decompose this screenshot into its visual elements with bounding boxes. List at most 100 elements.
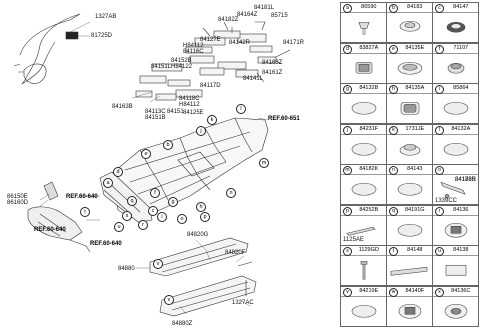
flat-disc-icon: [397, 182, 423, 196]
legend-part-number: 84140F: [405, 287, 425, 294]
label-84127e: 84127E: [200, 37, 221, 43]
grommet-icon: [444, 303, 468, 319]
callout-e: e: [141, 149, 151, 159]
legend-part-number: 84135A: [405, 85, 425, 91]
label-84142r: 84142R: [229, 40, 251, 46]
legend-cell-header: s 1129GD: [341, 246, 386, 256]
legend-key-badge: c: [435, 4, 444, 13]
under-rails: [149, 237, 257, 317]
cap-plug-icon: [399, 143, 421, 156]
plug-cup-icon: [399, 20, 421, 32]
label-84820g: 84820G: [187, 232, 209, 238]
label-84151: 84151: [167, 109, 184, 115]
rect-plug-icon: [400, 101, 420, 115]
label-h84112-lower: H84112: [179, 102, 200, 108]
legend-key-badge: t: [389, 247, 398, 256]
upper-insulator-pads: [135, 30, 277, 101]
legend-cell-header: f 71107: [433, 44, 478, 54]
callout-r: r: [138, 220, 148, 230]
legend-key-badge: n: [389, 166, 398, 175]
legend-part-number: 85864: [453, 85, 469, 91]
callout-n: n: [226, 188, 236, 198]
oval-plug-icon: [397, 61, 423, 75]
legend-key-badge: o: [435, 166, 444, 175]
leader-lines: [39, 21, 269, 315]
label-84163b: 84163B: [112, 104, 133, 110]
legend-cell-c: c 84147: [432, 2, 479, 44]
callout-s: s: [122, 211, 132, 221]
legend-part-number: 84138: [453, 247, 469, 253]
strip-icon: [346, 226, 376, 236]
legend-key-badge: d: [343, 44, 352, 54]
label-84125e: 84125E: [183, 110, 204, 116]
legend-key-badge: a: [343, 4, 352, 13]
callout-b: b: [163, 140, 173, 150]
label-84182z: 84182Z: [218, 17, 239, 23]
clip-icon: [358, 21, 370, 35]
legend-key-badge: m: [343, 166, 352, 175]
square-grommet-icon: [444, 222, 468, 238]
legend-part-number: 84148: [407, 247, 423, 253]
bracket-assembly: [27, 181, 91, 253]
label-86160d: 86160D: [7, 200, 29, 206]
callout-c: c: [148, 206, 158, 216]
label-84880z: 84880Z: [172, 321, 193, 327]
callout-t: t: [80, 207, 90, 217]
label-84116c: 84116C: [183, 49, 204, 55]
callout-k: k: [207, 115, 217, 125]
flat-disc-icon: [351, 182, 377, 196]
legend-part-number: 84182K: [359, 166, 379, 172]
legend-key-badge: k: [389, 125, 398, 135]
legend-part-number: 84147: [453, 4, 469, 10]
legend-key-badge: s: [343, 247, 352, 256]
ref-label-60-651: REF.60-651: [268, 116, 300, 122]
legend-key-badge: p: [343, 206, 352, 216]
label-84161z: 84161Z: [262, 70, 283, 76]
side-member: [99, 171, 153, 223]
legend-key-badge: f: [435, 44, 444, 54]
callout-j: j: [196, 126, 206, 136]
legend-part-number: 71107: [453, 44, 469, 51]
label-1327ab: 1327AB: [95, 14, 117, 20]
label-84113c: 84113C: [145, 109, 166, 115]
callout-q: q: [127, 196, 137, 206]
legend-part-number: 84231F: [359, 125, 379, 132]
legend-cell-header: t 84148: [387, 246, 432, 256]
callout-p: p: [200, 212, 210, 222]
legend-extra-part-number: 84178S: [455, 177, 476, 183]
legend-cell-s: s 1129GD: [340, 245, 387, 287]
legend-extra-part-number: 84188R: [455, 177, 477, 183]
legend-part-number: 1129GD: [358, 247, 379, 253]
label-84152b: 84152B: [171, 58, 192, 64]
label-84151l: 84151L: [151, 64, 172, 70]
legend-part-number: 84136: [453, 206, 469, 213]
square-grommet-icon: [398, 303, 422, 319]
square-plug-icon: [355, 61, 373, 74]
legend-key-badge: r: [435, 206, 444, 216]
callout-m: m: [259, 158, 269, 168]
flat-disc-icon: [397, 223, 423, 237]
label-84820f: 84820F: [225, 250, 246, 256]
floor-assembly-art: [13, 13, 291, 317]
label-84118c: 84118C: [179, 96, 200, 102]
label-84181l: 84181L: [254, 5, 275, 11]
callout-l: l: [236, 104, 246, 114]
